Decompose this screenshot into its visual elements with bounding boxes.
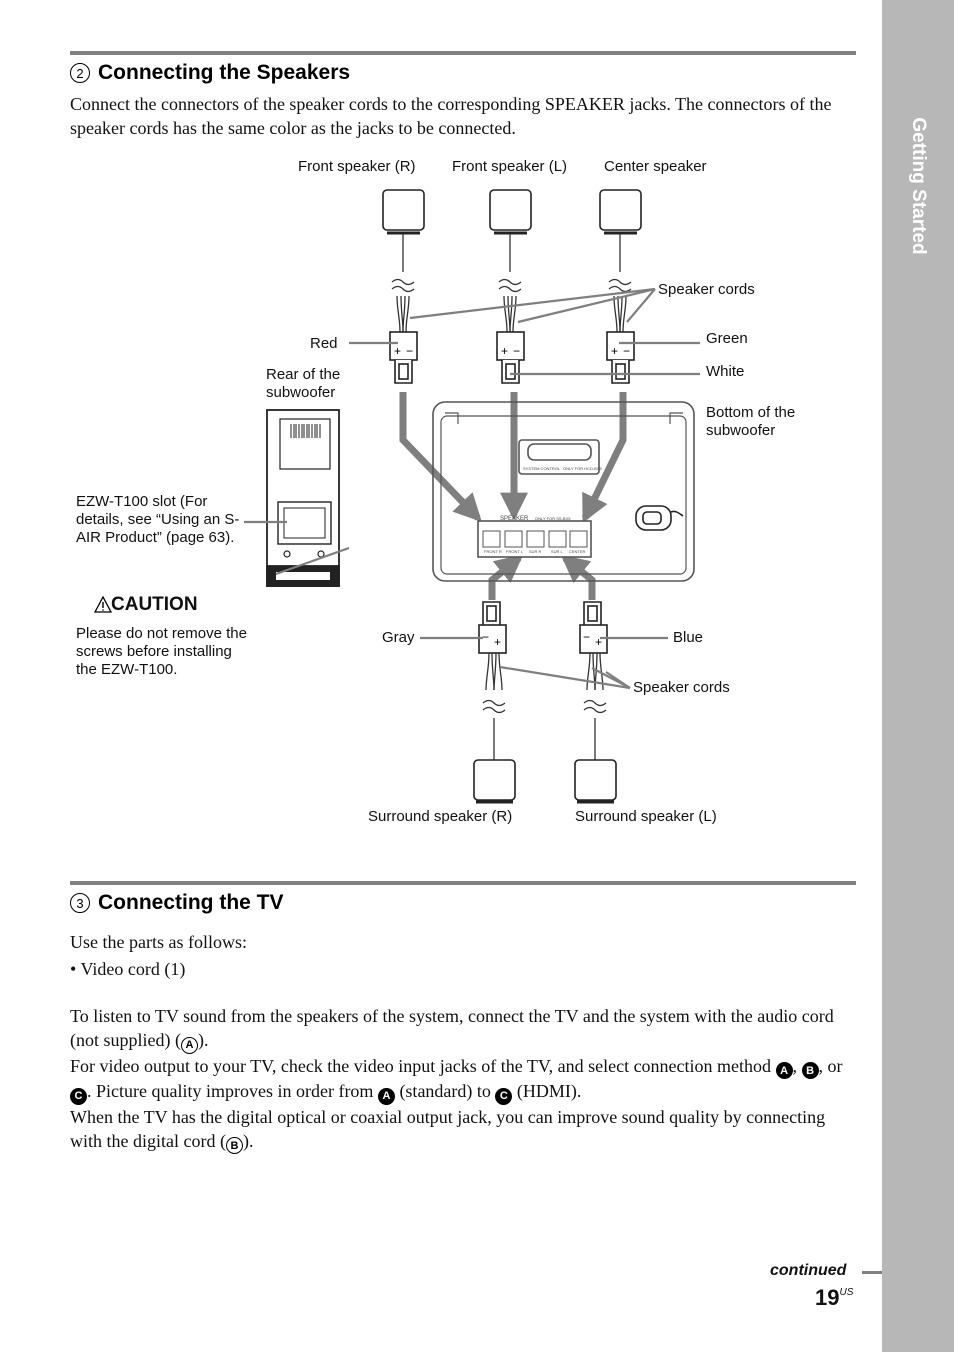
connector-front-l: + −	[496, 331, 525, 384]
page-number-value: 19	[815, 1285, 840, 1310]
text-run: For video output to your TV, check the v…	[70, 1055, 776, 1076]
label-front-speaker-l: Front speaker (L)	[452, 158, 568, 175]
text-run: ).	[242, 1130, 254, 1151]
label-blue: Blue	[673, 629, 704, 646]
caution-title: CAUTION	[111, 594, 198, 615]
speaker-panel-note: ONLY FOR SS-BX5	[535, 516, 571, 521]
subwoofer-bottom-panel	[432, 401, 695, 582]
label-bottom-subwoofer: Bottom of the subwoofer	[706, 404, 796, 439]
label-rear-subwoofer: Rear of the subwoofer	[266, 366, 341, 401]
text-run: ,	[792, 1055, 802, 1076]
subwoofer-rear-panel	[266, 409, 340, 587]
text-run: (standard) to	[394, 1081, 496, 1101]
label-surround-speaker-l: Surround speaker (L)	[575, 808, 717, 825]
page-number-suffix: US	[839, 1287, 854, 1298]
label-gray: Gray	[382, 629, 415, 646]
text-run: To listen to TV sound from the speakers …	[70, 1006, 834, 1050]
label-speaker-cords-bottom: Speaker cords	[633, 679, 730, 696]
parts-intro: Use the parts as follows:	[70, 932, 247, 952]
section-number: 3	[70, 893, 90, 913]
surround-speaker-l-icon	[574, 759, 617, 804]
caution-text: Please do not remove the screws before i…	[76, 625, 247, 678]
svg-text:+: +	[394, 344, 401, 358]
label-red: Red	[310, 335, 338, 352]
text-run: (HDMI).	[512, 1081, 582, 1101]
jack-label-center: CENTER	[569, 549, 586, 554]
parts-list-item: • Video cord (1)	[70, 959, 186, 979]
svg-text:+: +	[595, 635, 602, 649]
intro-paragraph: Connect the connectors of the speaker co…	[70, 94, 832, 138]
jack-arrows	[399, 392, 627, 600]
page-number: 19US	[815, 1285, 853, 1311]
svg-text:−: −	[482, 630, 489, 644]
leader-lines-bottom	[420, 636, 668, 690]
mark-b-outline: B	[225, 1137, 243, 1154]
jack-label-sur-l: SUR L	[551, 549, 564, 554]
section-heading: 3 Connecting the TV	[70, 891, 284, 915]
continued-rule	[862, 1271, 882, 1274]
jack-label-front-r: FRONT R	[484, 549, 502, 554]
mark-a-solid: A	[775, 1062, 793, 1079]
svg-text:−: −	[583, 630, 590, 644]
svg-text:+: +	[501, 344, 508, 358]
section-number: 2	[70, 63, 90, 83]
label-ezw-slot: EZW-T100 slot (For details, see “Using a…	[76, 493, 240, 546]
surround-speaker-r-icon	[473, 759, 516, 804]
svg-text:−: −	[623, 344, 630, 358]
label-surround-speaker-r: Surround speaker (R)	[368, 808, 513, 825]
svg-text:−: −	[406, 344, 413, 358]
mark-c-solid: C	[70, 1087, 87, 1105]
svg-text:−: −	[513, 344, 520, 358]
speaker-cords-bottom	[482, 652, 607, 760]
label-green: Green	[706, 330, 748, 347]
label-speaker-cords-top: Speaker cords	[658, 281, 755, 298]
warning-icon	[93, 595, 113, 613]
connector-front-r: + −	[389, 331, 418, 384]
svg-text:+: +	[611, 344, 618, 358]
section-title: Connecting the Speakers	[98, 61, 351, 84]
text-run: When the TV has the digital optical or c…	[70, 1106, 826, 1151]
text-run: . Picture quality improves in order from	[87, 1081, 378, 1101]
mark-b-solid: B	[801, 1062, 819, 1079]
label-front-speaker-r: Front speaker (R)	[298, 158, 416, 175]
leader-lines-top	[349, 287, 700, 376]
mark-a-outline: A	[180, 1036, 198, 1054]
label-white: White	[706, 363, 745, 380]
connector-center: + −	[606, 331, 635, 384]
section-title: Connecting the TV	[98, 891, 284, 914]
center-speaker-icon	[599, 189, 642, 235]
jack-label-front-l: FRONT L	[506, 549, 524, 554]
text-run: ).	[197, 1030, 209, 1050]
continued-label: continued	[770, 1262, 847, 1279]
panel-labels: SYSTEM CONTROL ONLY FOR HCD-BX5 SPEAKER …	[484, 466, 603, 554]
front-speaker-l-icon	[489, 189, 532, 235]
side-tab	[882, 0, 954, 1352]
mark-c-solid: C	[495, 1087, 513, 1105]
section-heading: 2 Connecting the Speakers	[70, 61, 350, 85]
text-run: , or	[818, 1055, 843, 1076]
system-control-note: ONLY FOR HCD-BX5	[563, 466, 603, 471]
barcode	[290, 424, 321, 438]
section-rule	[70, 881, 856, 885]
jack-label-sur-r: SUR R	[529, 549, 542, 554]
leader-lines-sub	[244, 520, 350, 576]
front-speaker-r-icon	[382, 189, 425, 235]
speaker-panel-label: SPEAKER	[500, 516, 529, 522]
section-rule	[70, 51, 856, 55]
svg-text:+: +	[494, 635, 501, 649]
connector-surround-l: − +	[579, 601, 608, 654]
connector-surround-r: − +	[478, 601, 507, 654]
speaker-cords-top	[391, 234, 632, 333]
tv-paragraph: To listen to TV sound from the speakers …	[70, 1004, 856, 1154]
label-center-speaker: Center speaker	[604, 158, 707, 175]
system-control-label: SYSTEM CONTROL	[523, 466, 561, 471]
mark-a-solid: A	[377, 1087, 395, 1105]
caution-heading: CAUTION	[85, 594, 198, 616]
